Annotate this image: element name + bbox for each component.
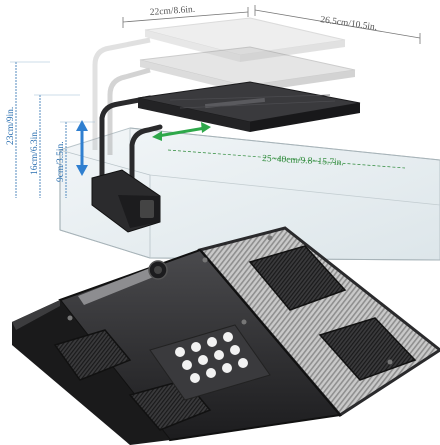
led-array — [175, 332, 248, 383]
ghost-fixture-mid — [107, 46, 356, 155]
height-high-dimension: 23cm/9in. — [6, 61, 50, 198]
tank-range-dimension: 25~40cm/9.8~15.7in. — [167, 149, 406, 169]
height-mid-dimension: 16cm/6.3in. — [30, 94, 80, 198]
mounted-fixture — [91, 81, 361, 233]
vent-icon — [248, 245, 347, 311]
fixture-underside — [12, 226, 440, 445]
height-mid-label: 16cm/6.3in. — [30, 130, 40, 175]
height-arrow — [76, 120, 88, 176]
height-low-label: 9cm/3.5in. — [56, 141, 66, 182]
height-low-dimension: 9cm/3.5in. — [56, 121, 95, 198]
vent-icon — [53, 329, 132, 381]
width-dimension: 22cm/8.6in. — [122, 5, 249, 28]
tank-range-label: 25~40cm/9.8~15.7in. — [262, 154, 344, 168]
height-high-label: 23cm/9in. — [6, 107, 16, 145]
tank-width-arrow — [152, 122, 211, 141]
width-label: 22cm/8.6in. — [150, 5, 196, 18]
depth-label: 26.5cm/10.5in. — [320, 15, 378, 33]
ghost-fixture-high — [92, 17, 346, 150]
vent-icon — [318, 317, 417, 381]
